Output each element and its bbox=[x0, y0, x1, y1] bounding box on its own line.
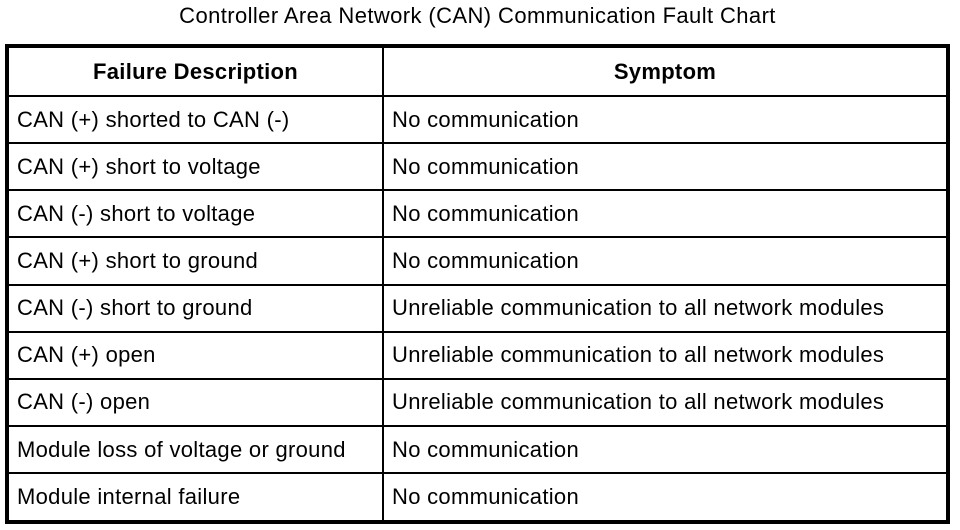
failure-cell: CAN (+) short to voltage bbox=[6, 142, 384, 192]
symptom-cell: Unreliable communication to all network … bbox=[382, 283, 949, 333]
failure-cell: CAN (-) short to ground bbox=[6, 283, 384, 333]
failure-cell: Module loss of voltage or ground bbox=[6, 424, 384, 475]
symptom-cell: No communication bbox=[382, 189, 949, 239]
failure-cell: CAN (+) open bbox=[6, 330, 384, 380]
fault-chart-table: Failure Description Symptom CAN (+) shor… bbox=[5, 44, 950, 524]
table-row: Module loss of voltage or ground No comm… bbox=[6, 424, 949, 475]
table-row: CAN (+) short to voltage No communicatio… bbox=[6, 142, 949, 192]
table-header: Failure Description Symptom bbox=[6, 45, 949, 97]
failure-cell: Module internal failure bbox=[6, 472, 384, 523]
failure-cell: CAN (-) open bbox=[6, 377, 384, 427]
table-row: CAN (+) short to ground No communication bbox=[6, 236, 949, 286]
table-row: CAN (-) short to voltage No communicatio… bbox=[6, 189, 949, 239]
symptom-cell: No communication bbox=[382, 94, 949, 145]
table-row: CAN (+) open Unreliable communication to… bbox=[6, 330, 949, 380]
table-row: CAN (-) open Unreliable communication to… bbox=[6, 377, 949, 427]
symptom-cell: No communication bbox=[382, 472, 949, 523]
symptom-cell: No communication bbox=[382, 236, 949, 286]
header-failure-description: Failure Description bbox=[6, 45, 384, 97]
table-row: CAN (+) shorted to CAN (-) No communicat… bbox=[6, 94, 949, 145]
page-title: Controller Area Network (CAN) Communicat… bbox=[179, 3, 776, 28]
symptom-cell: Unreliable communication to all network … bbox=[382, 330, 949, 380]
header-symptom: Symptom bbox=[382, 45, 949, 97]
header-row: Failure Description Symptom bbox=[6, 45, 949, 97]
symptom-cell: Unreliable communication to all network … bbox=[382, 377, 949, 427]
symptom-cell: No communication bbox=[382, 424, 949, 475]
failure-cell: CAN (+) short to ground bbox=[6, 236, 384, 286]
table-row: Module internal failure No communication bbox=[6, 472, 949, 523]
table-body: CAN (+) shorted to CAN (-) No communicat… bbox=[6, 94, 949, 523]
failure-cell: CAN (+) shorted to CAN (-) bbox=[6, 94, 384, 145]
table-row: CAN (-) short to ground Unreliable commu… bbox=[6, 283, 949, 333]
failure-cell: CAN (-) short to voltage bbox=[6, 189, 384, 239]
symptom-cell: No communication bbox=[382, 142, 949, 192]
